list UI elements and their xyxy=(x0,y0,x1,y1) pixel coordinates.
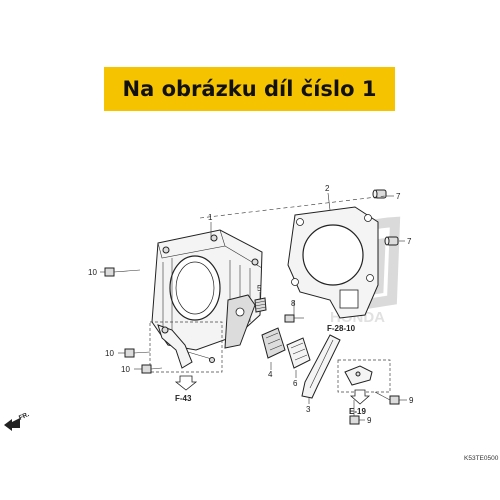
part-number-banner: Na obrázku díl číslo 1 xyxy=(104,67,395,111)
part-10-bolt-middle xyxy=(124,348,151,358)
callout-7-lower: 7 xyxy=(407,237,412,246)
front-direction-icon xyxy=(4,418,20,431)
callout-10-top: 10 xyxy=(88,268,97,277)
part-7-dowel-pin xyxy=(372,189,387,199)
reference-e-19: E-19 xyxy=(349,407,366,416)
callout-10-bottom: 10 xyxy=(121,365,130,374)
part-1-cylinder xyxy=(151,229,263,351)
reference-f-28-10: F-28-10 xyxy=(327,324,356,333)
bracket-left xyxy=(149,321,223,373)
bracket-right xyxy=(337,359,391,393)
arrow-down-icon-f43 xyxy=(174,375,198,391)
callout-9-upper: 9 xyxy=(409,396,414,405)
part-3-tensioner xyxy=(301,334,341,399)
callout-7-upper: 7 xyxy=(396,192,401,201)
callout-3: 3 xyxy=(306,405,311,414)
diagram-code: K53TE0500 xyxy=(464,455,499,462)
arrow-down-icon-e19 xyxy=(349,389,371,405)
callout-2: 2 xyxy=(325,184,330,193)
part-2-gasket xyxy=(287,206,379,319)
callout-9-lower: 9 xyxy=(367,416,372,425)
callout-1: 1 xyxy=(208,213,213,222)
callout-10-middle: 10 xyxy=(105,349,114,358)
part-10-bolt-top xyxy=(104,267,141,277)
part-9-bolt-upper xyxy=(374,391,400,405)
leader-lines xyxy=(100,192,407,421)
part-7-dowel-pin-lower xyxy=(384,236,399,246)
callout-8: 8 xyxy=(291,299,296,308)
direction-label: FR. xyxy=(18,411,31,422)
callout-6: 6 xyxy=(293,379,298,388)
part-8-bolt xyxy=(284,314,304,323)
part-6-guide xyxy=(286,337,311,369)
reference-f-43: F-43 xyxy=(175,394,192,403)
callout-5: 5 xyxy=(257,284,262,293)
part-4-guide xyxy=(261,327,286,359)
part-5-spring xyxy=(254,297,267,313)
callout-4: 4 xyxy=(268,370,273,379)
